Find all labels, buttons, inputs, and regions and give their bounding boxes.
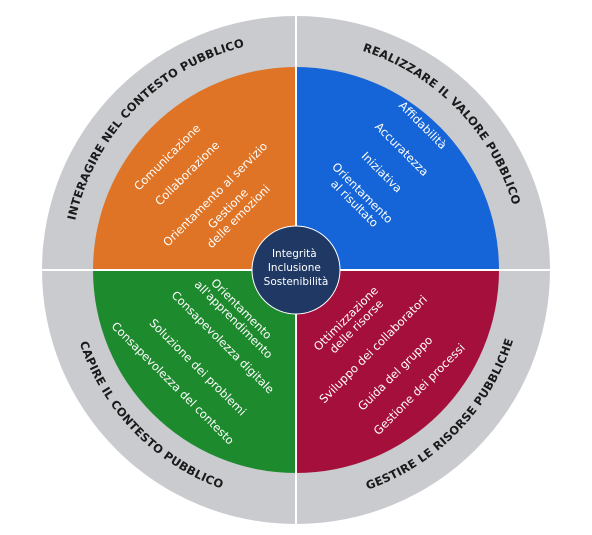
center-value-integrita: Integrità xyxy=(272,248,317,260)
quadrant-bottom-left xyxy=(93,270,296,473)
center-value-sostenibilita: Sostenibilità xyxy=(264,276,329,288)
center-values: Integrità Inclusione Sostenibilità xyxy=(264,248,329,288)
quadrant-top-left xyxy=(93,67,296,270)
quadrant-bottom-right xyxy=(296,270,499,473)
center-value-inclusione: Inclusione xyxy=(268,262,321,274)
center-circle xyxy=(251,225,341,315)
quadrant-top-right xyxy=(296,67,499,270)
